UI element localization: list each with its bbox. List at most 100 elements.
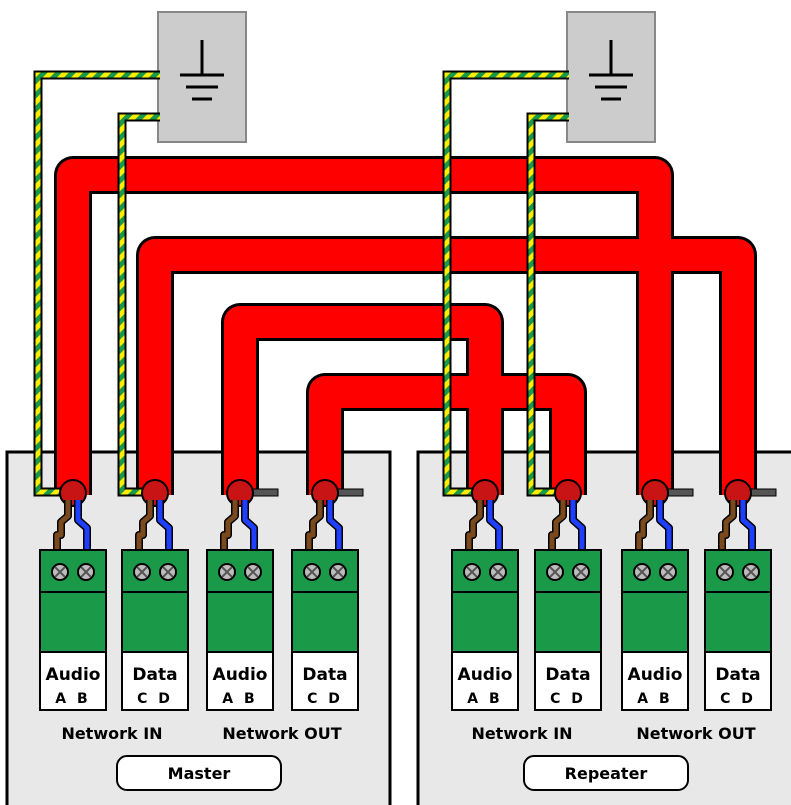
cable-gland	[226, 479, 254, 507]
screw-terminal-icon	[244, 563, 262, 581]
terminal-block-top	[621, 549, 689, 593]
device-label-repeater: Repeater	[523, 755, 689, 791]
brown-wire	[54, 500, 71, 552]
connector-pins: A B	[55, 691, 90, 707]
brown-wire	[136, 500, 153, 552]
terminal-block-top	[291, 549, 359, 593]
connector-master-4: Data C D	[291, 479, 359, 711]
device-labels: Master Repeater	[116, 755, 689, 791]
screw-terminal-icon	[546, 563, 564, 581]
device-label-master: Master	[116, 755, 282, 791]
blue-wire	[242, 500, 257, 552]
screw-terminal-icon	[716, 563, 734, 581]
group-label-network-in: Network IN	[471, 724, 572, 743]
connector-pins: C D	[720, 691, 756, 707]
terminal-block-body	[621, 591, 689, 653]
connector-label-box	[704, 651, 772, 711]
ground-box-master	[157, 11, 247, 143]
screw-terminal-icon	[77, 563, 95, 581]
brown-wire	[466, 500, 483, 552]
connector-repeater-1: Audio A B	[451, 479, 519, 711]
ground-symbol-icon	[180, 40, 224, 101]
cable-gland	[554, 479, 582, 507]
terminal-block-top	[451, 549, 519, 593]
cables	[54, 156, 757, 495]
connector-label: Data	[302, 665, 347, 685]
screw-terminal-icon	[51, 563, 69, 581]
ground-symbol-icon	[589, 40, 633, 101]
screw-terminal-icon	[489, 563, 507, 581]
blue-wire	[570, 500, 585, 552]
blue-wire	[657, 500, 672, 552]
connector-label-box	[621, 651, 689, 711]
screw-terminal-icon	[633, 563, 651, 581]
connector-repeater-3: Audio A B	[621, 479, 689, 711]
connector-label: Data	[715, 665, 760, 685]
screw-terminal-icon	[659, 563, 677, 581]
blue-wire	[740, 500, 755, 552]
screw-terminal-icon	[463, 563, 481, 581]
connector-pins: C D	[137, 691, 173, 707]
connector-repeater-4: Data C D	[704, 479, 772, 711]
cable-gland	[641, 479, 669, 507]
connector-pins: A B	[222, 691, 257, 707]
connector-label: Data	[545, 665, 590, 685]
connector-pins: A B	[637, 691, 672, 707]
connector-pins: C D	[307, 691, 343, 707]
connectors: Audio A B Data C D Audio A B Data C D Audio A B Da…	[39, 479, 772, 711]
terminal-block-top	[534, 549, 602, 593]
terminal-block-body	[704, 591, 772, 653]
screw-terminal-icon	[303, 563, 321, 581]
cable-gland	[59, 479, 87, 507]
terminal-block-top	[206, 549, 274, 593]
terminal-block-body	[206, 591, 274, 653]
connector-label: Audio	[46, 665, 101, 685]
terminal-block-body	[39, 591, 107, 653]
cable-gland	[311, 479, 339, 507]
brown-wire	[636, 500, 653, 552]
blue-wire	[157, 500, 172, 552]
connector-label-box	[534, 651, 602, 711]
terminal-block-body	[451, 591, 519, 653]
brown-wire	[306, 500, 323, 552]
screw-terminal-icon	[572, 563, 590, 581]
connector-label: Audio	[628, 665, 683, 685]
connector-label: Audio	[458, 665, 513, 685]
cable-gland	[141, 479, 169, 507]
screw-terminal-icon	[218, 563, 236, 581]
drain-stubs	[244, 488, 777, 497]
connector-label: Audio	[213, 665, 268, 685]
terminal-block-body	[534, 591, 602, 653]
brown-wire	[549, 500, 566, 552]
screw-terminal-icon	[329, 563, 347, 581]
terminal-block-top	[121, 549, 189, 593]
blue-wire	[75, 500, 90, 552]
terminal-block-body	[121, 591, 189, 653]
connector-label-box	[291, 651, 359, 711]
connector-label-box	[121, 651, 189, 711]
group-label-network-out: Network OUT	[636, 724, 755, 743]
screw-terminal-icon	[133, 563, 151, 581]
device-name: Repeater	[565, 764, 648, 783]
cable-gland	[724, 479, 752, 507]
connector-label-box	[206, 651, 274, 711]
cable-gland	[471, 479, 499, 507]
terminal-block-top	[39, 549, 107, 593]
group-label-network-out: Network OUT	[222, 724, 341, 743]
screw-terminal-icon	[742, 563, 760, 581]
blue-wire	[327, 500, 342, 552]
brown-wire	[719, 500, 736, 552]
connector-master-3: Audio A B	[206, 479, 274, 711]
brown-wire	[221, 500, 238, 552]
earth-wires	[33, 70, 569, 497]
connector-label-box	[451, 651, 519, 711]
blue-wire	[487, 500, 502, 552]
connector-pins: A B	[467, 691, 502, 707]
device-name: Master	[168, 764, 231, 783]
screw-terminal-icon	[159, 563, 177, 581]
ground-box-repeater	[566, 11, 656, 143]
terminal-block-body	[291, 591, 359, 653]
